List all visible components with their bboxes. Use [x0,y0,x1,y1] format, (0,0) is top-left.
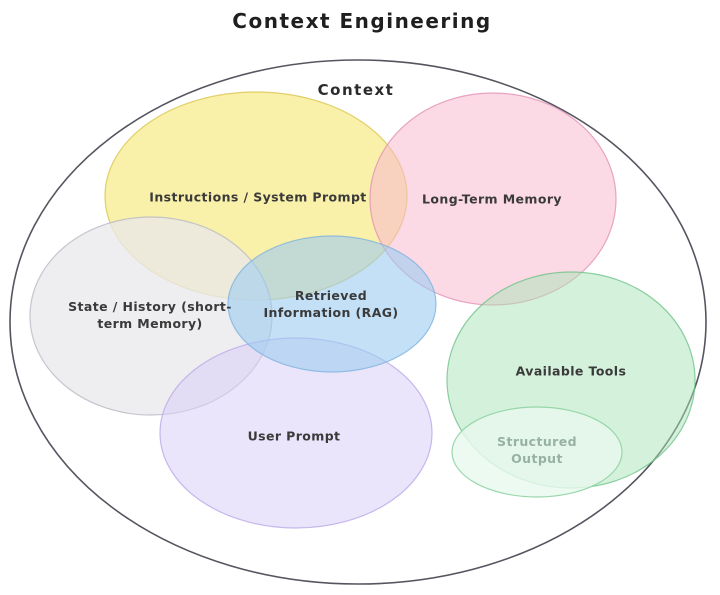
retrieved-information-label: Retrieved Information (RAG) [263,288,399,320]
user-prompt-label: User Prompt [247,428,341,444]
structured-output-ellipse [451,406,623,498]
available-tools-label: Available Tools [515,363,627,379]
retrieved-information-ellipse [227,235,437,373]
page-title: Context Engineering [232,9,492,33]
state-history-label: State / History (short- term Memory) [68,299,232,331]
instructions-label: Instructions / System Prompt [149,189,367,205]
context-label: Context [317,81,395,99]
structured-output-label: Structured Output [497,434,577,466]
long-term-memory-label: Long-Term Memory [422,191,562,207]
